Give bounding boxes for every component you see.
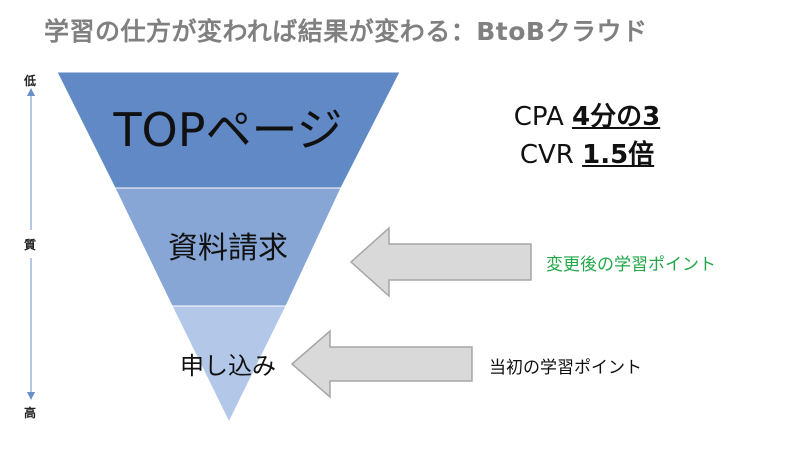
axis-label-quality: 質 [24,238,37,252]
after-learning-point-label: 変更後の学習ポイント [546,255,716,275]
axis-label-low: 低 [24,74,37,88]
arrow-initial-point-icon [290,329,473,399]
funnel-label-document-request: 資料請求 [168,231,288,266]
cvr-label: CVR [519,140,574,170]
page-title: 学習の仕方が変われば結果が変わる：BtoBクラウド [44,17,648,46]
axis-arrow-up-icon [27,88,35,96]
metrics-block: CPA 4分の3 CVR 1.5倍 [492,98,682,174]
funnel-stage-application [171,305,287,424]
axis-arrow-down-icon [27,392,35,400]
cpa-row: CPA 4分の3 [492,98,682,136]
arrow-after-point-icon [349,226,532,298]
initial-learning-point-label: 当初の学習ポイント [489,358,642,378]
cpa-label: CPA [513,102,564,132]
axis-label-high: 高 [24,406,37,420]
funnel-label-top-page: TOPページ [112,103,342,157]
funnel-label-application: 申し込み [180,352,276,380]
cpa-value: 4分の3 [572,102,661,132]
cvr-row: CVR 1.5倍 [492,136,682,174]
cvr-value: 1.5倍 [582,140,655,170]
